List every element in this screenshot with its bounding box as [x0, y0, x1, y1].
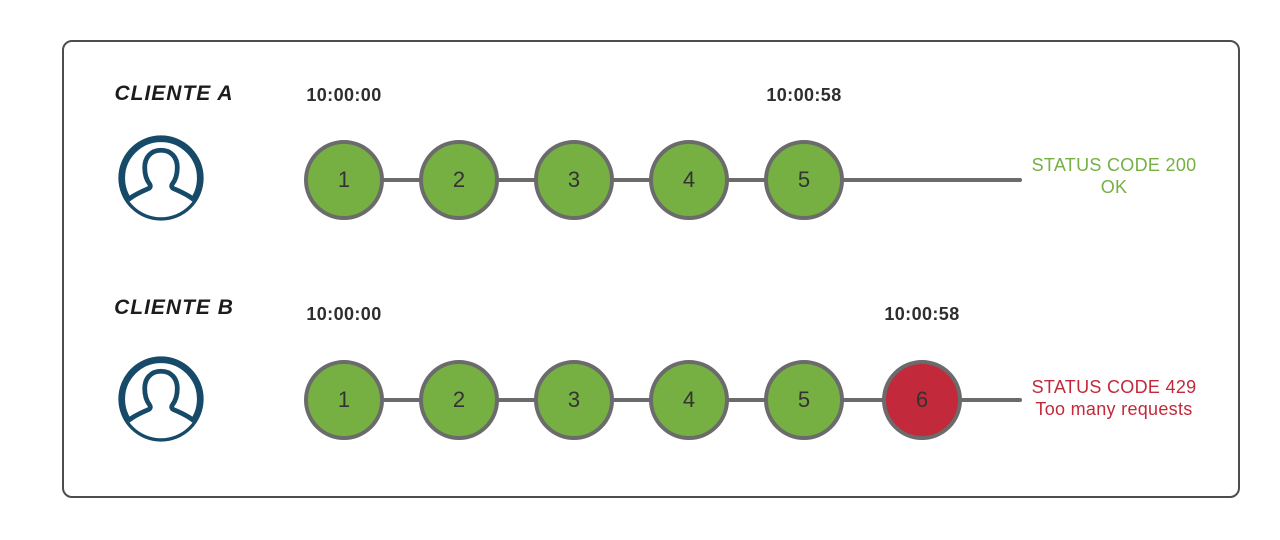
status-code-line: STATUS CODE 200	[1031, 155, 1197, 175]
status-message-line: OK	[1100, 177, 1128, 197]
user-avatar-icon	[115, 353, 207, 445]
request-node-blocked: 6	[882, 360, 962, 440]
request-number: 4	[682, 167, 696, 192]
row-b-status-text: STATUS CODE 429 Too many requests	[1014, 376, 1214, 420]
rate-limit-diagram-card: CLIENTE A 10:00:00 10:00:58 1 2 3 4 5	[62, 40, 1240, 498]
request-node: 5	[764, 360, 844, 440]
row-a-status-text: STATUS CODE 200 OK	[1014, 154, 1214, 198]
row-b-end-time: 10:00:58	[884, 304, 960, 324]
request-number: 5	[797, 387, 811, 412]
request-node: 4	[649, 140, 729, 220]
request-number: 4	[682, 387, 696, 412]
request-number: 3	[567, 387, 581, 412]
client-b-label: CLIENTE B	[114, 296, 234, 319]
request-number: 1	[337, 167, 351, 192]
request-number: 3	[567, 167, 581, 192]
request-node: 5	[764, 140, 844, 220]
request-number: 2	[452, 167, 466, 192]
status-code-line: STATUS CODE 429	[1031, 377, 1197, 397]
request-node: 1	[304, 360, 384, 440]
request-number: 6	[915, 387, 929, 412]
client-a-label: CLIENTE A	[114, 82, 234, 105]
request-number: 2	[452, 387, 466, 412]
request-node: 2	[419, 360, 499, 440]
request-node: 3	[534, 140, 614, 220]
user-avatar-icon	[115, 132, 207, 224]
row-a-end-time: 10:00:58	[766, 85, 842, 105]
status-message-line: Too many requests	[1035, 399, 1193, 419]
request-node: 3	[534, 360, 614, 440]
request-node: 2	[419, 140, 499, 220]
row-a-start-time: 10:00:00	[306, 85, 382, 105]
request-node: 1	[304, 140, 384, 220]
request-number: 5	[797, 167, 811, 192]
row-b-start-time: 10:00:00	[306, 304, 382, 324]
request-node: 4	[649, 360, 729, 440]
request-number: 1	[337, 387, 351, 412]
